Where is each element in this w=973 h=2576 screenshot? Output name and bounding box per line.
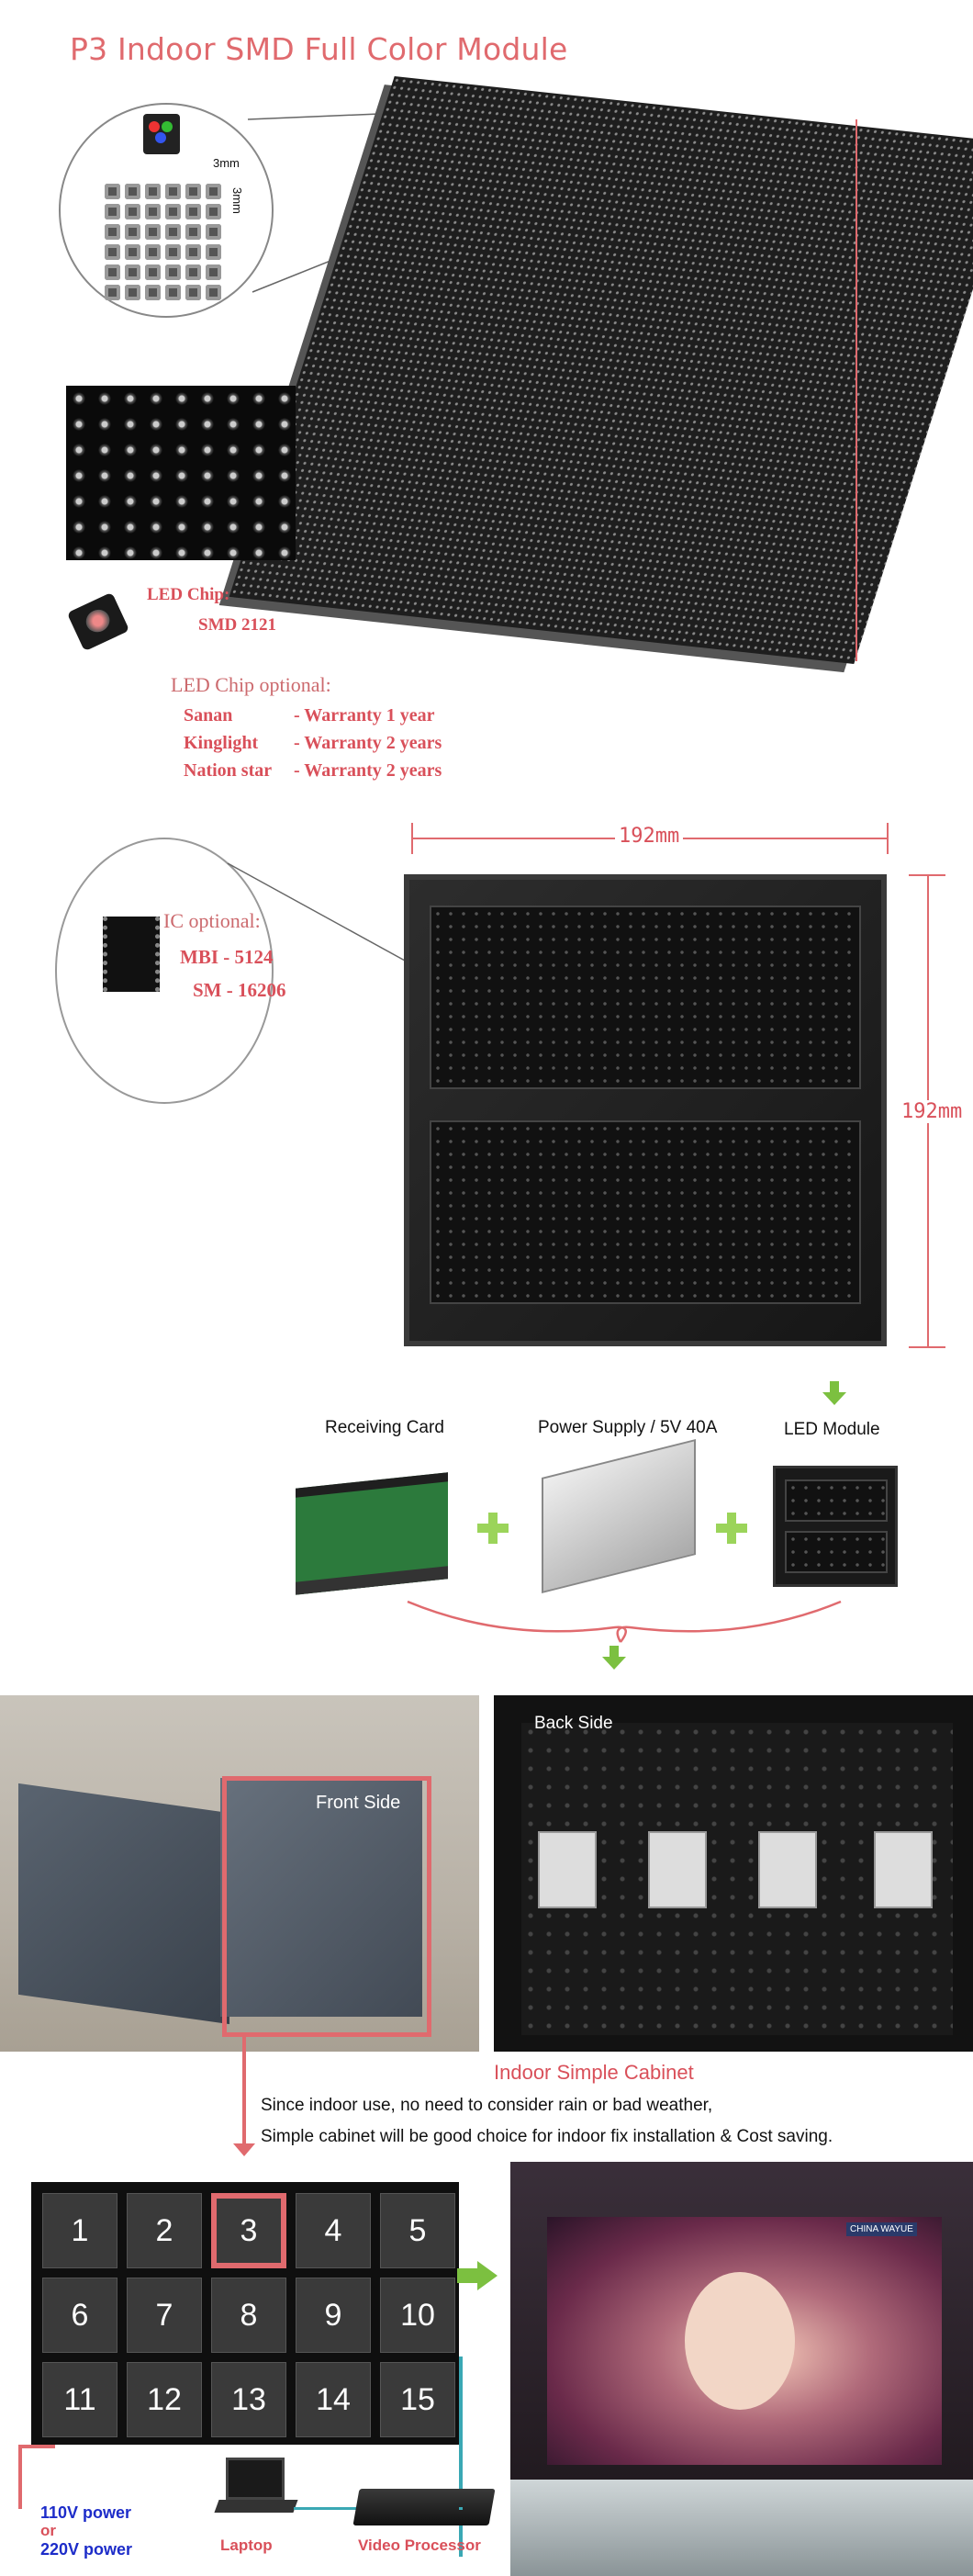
led-chip-value: SMD 2121 [198,615,276,635]
ic-chip-icon [103,917,160,992]
led-closeup-image [66,386,296,560]
arrow-down-icon-2 [602,1646,626,1670]
rgb-led-icon [143,114,180,154]
combine-brace [407,1600,842,1643]
pixel-grid [105,184,221,300]
power-supply-label: Power Supply / 5V 40A [538,1418,718,1437]
arrow-down-icon [822,1381,846,1405]
led-chip-optional-heading: LED Chip optional: [171,673,331,696]
cabinet-cell: 1 [42,2193,117,2268]
chip-warranty-sanan: - Warranty 1 year [294,705,435,726]
chip-brand-nationstar: Nation star [184,760,273,781]
cabinet-heading: Indoor Simple Cabinet [494,2061,694,2084]
width-dimension-label: 192mm [615,825,684,848]
ic-item-sm: SM - 16206 [193,979,286,1001]
video-processor-label: Video Processor [358,2537,481,2554]
cabinet-cell: 13 [211,2362,286,2437]
ic-optional-heading: IC optional: [163,909,261,932]
chip-warranty-nationstar: - Warranty 2 years [294,760,442,781]
cabinet-cell: 15 [380,2362,455,2437]
cabinet-line1: Since indoor use, no need to consider ra… [261,2096,713,2115]
stage-screen-photo: CHINA WAYUE [510,2162,973,2576]
pixel-dim-horizontal: 3mm [213,156,240,170]
cabinet-cell: 9 [296,2278,371,2353]
receiving-card-label: Receiving Card [325,1418,444,1437]
pixel-zoom-circle: 3mm 3mm [59,103,274,318]
receiving-card-image [296,1472,448,1595]
back-side-label: Back Side [534,1714,613,1733]
laptop-icon [214,2458,298,2524]
front-side-label: Front Side [316,1793,401,1813]
video-processor-icon [352,2489,496,2525]
ic-item-mbi: MBI - 5124 [180,946,274,968]
chip-brand-sanan: Sanan [184,705,233,726]
power-line2: or [40,2522,56,2539]
power-supply-image [542,1439,696,1593]
height-dimension-label: 192mm [900,1100,965,1123]
power-line3: 220V power [40,2540,133,2559]
ic-connector-line [227,862,416,967]
cabinet-cell: 12 [127,2362,202,2437]
chip-warranty-kinglight: - Warranty 2 years [294,733,442,753]
ic-zoom-circle [55,838,274,1104]
cabinet-front-photo: Front Side [0,1695,479,2052]
cabinet-cell: 10 [380,2278,455,2353]
module-edge-marker [856,119,857,661]
cabinet-cell: 7 [127,2278,202,2353]
cabinet-cell: 4 [296,2193,371,2268]
cabinet-cell: 5 [380,2193,455,2268]
cabinet-cell: 11 [42,2362,117,2437]
led-module-back-thumb [773,1466,898,1587]
cabinet-cell: 6 [42,2278,117,2353]
module-back-pcb-image [404,874,887,1346]
arrow-down-pink [233,2143,255,2156]
led-module-label: LED Module [784,1420,880,1439]
grid-border-line [459,2357,463,2557]
cabinet-line2: Simple cabinet will be good choice for i… [261,2127,833,2146]
cabinet-cell: 8 [211,2278,286,2353]
cabinet-cell: 14 [296,2362,371,2437]
cabinet-cell: 2 [127,2193,202,2268]
led-chip-label: LED Chip: [147,585,230,604]
front-side-highlight [222,1776,431,2037]
laptop-label: Laptop [220,2537,273,2554]
page-title: P3 Indoor SMD Full Color Module [70,31,568,67]
chip-brand-kinglight: Kinglight [184,733,259,753]
power-line1: 110V power [40,2503,132,2522]
cabinet-back-photo: Back Side [494,1695,973,2052]
screen-brand: CHINA WAYUE [846,2222,917,2236]
cabinet-cell: 3 [211,2193,286,2268]
